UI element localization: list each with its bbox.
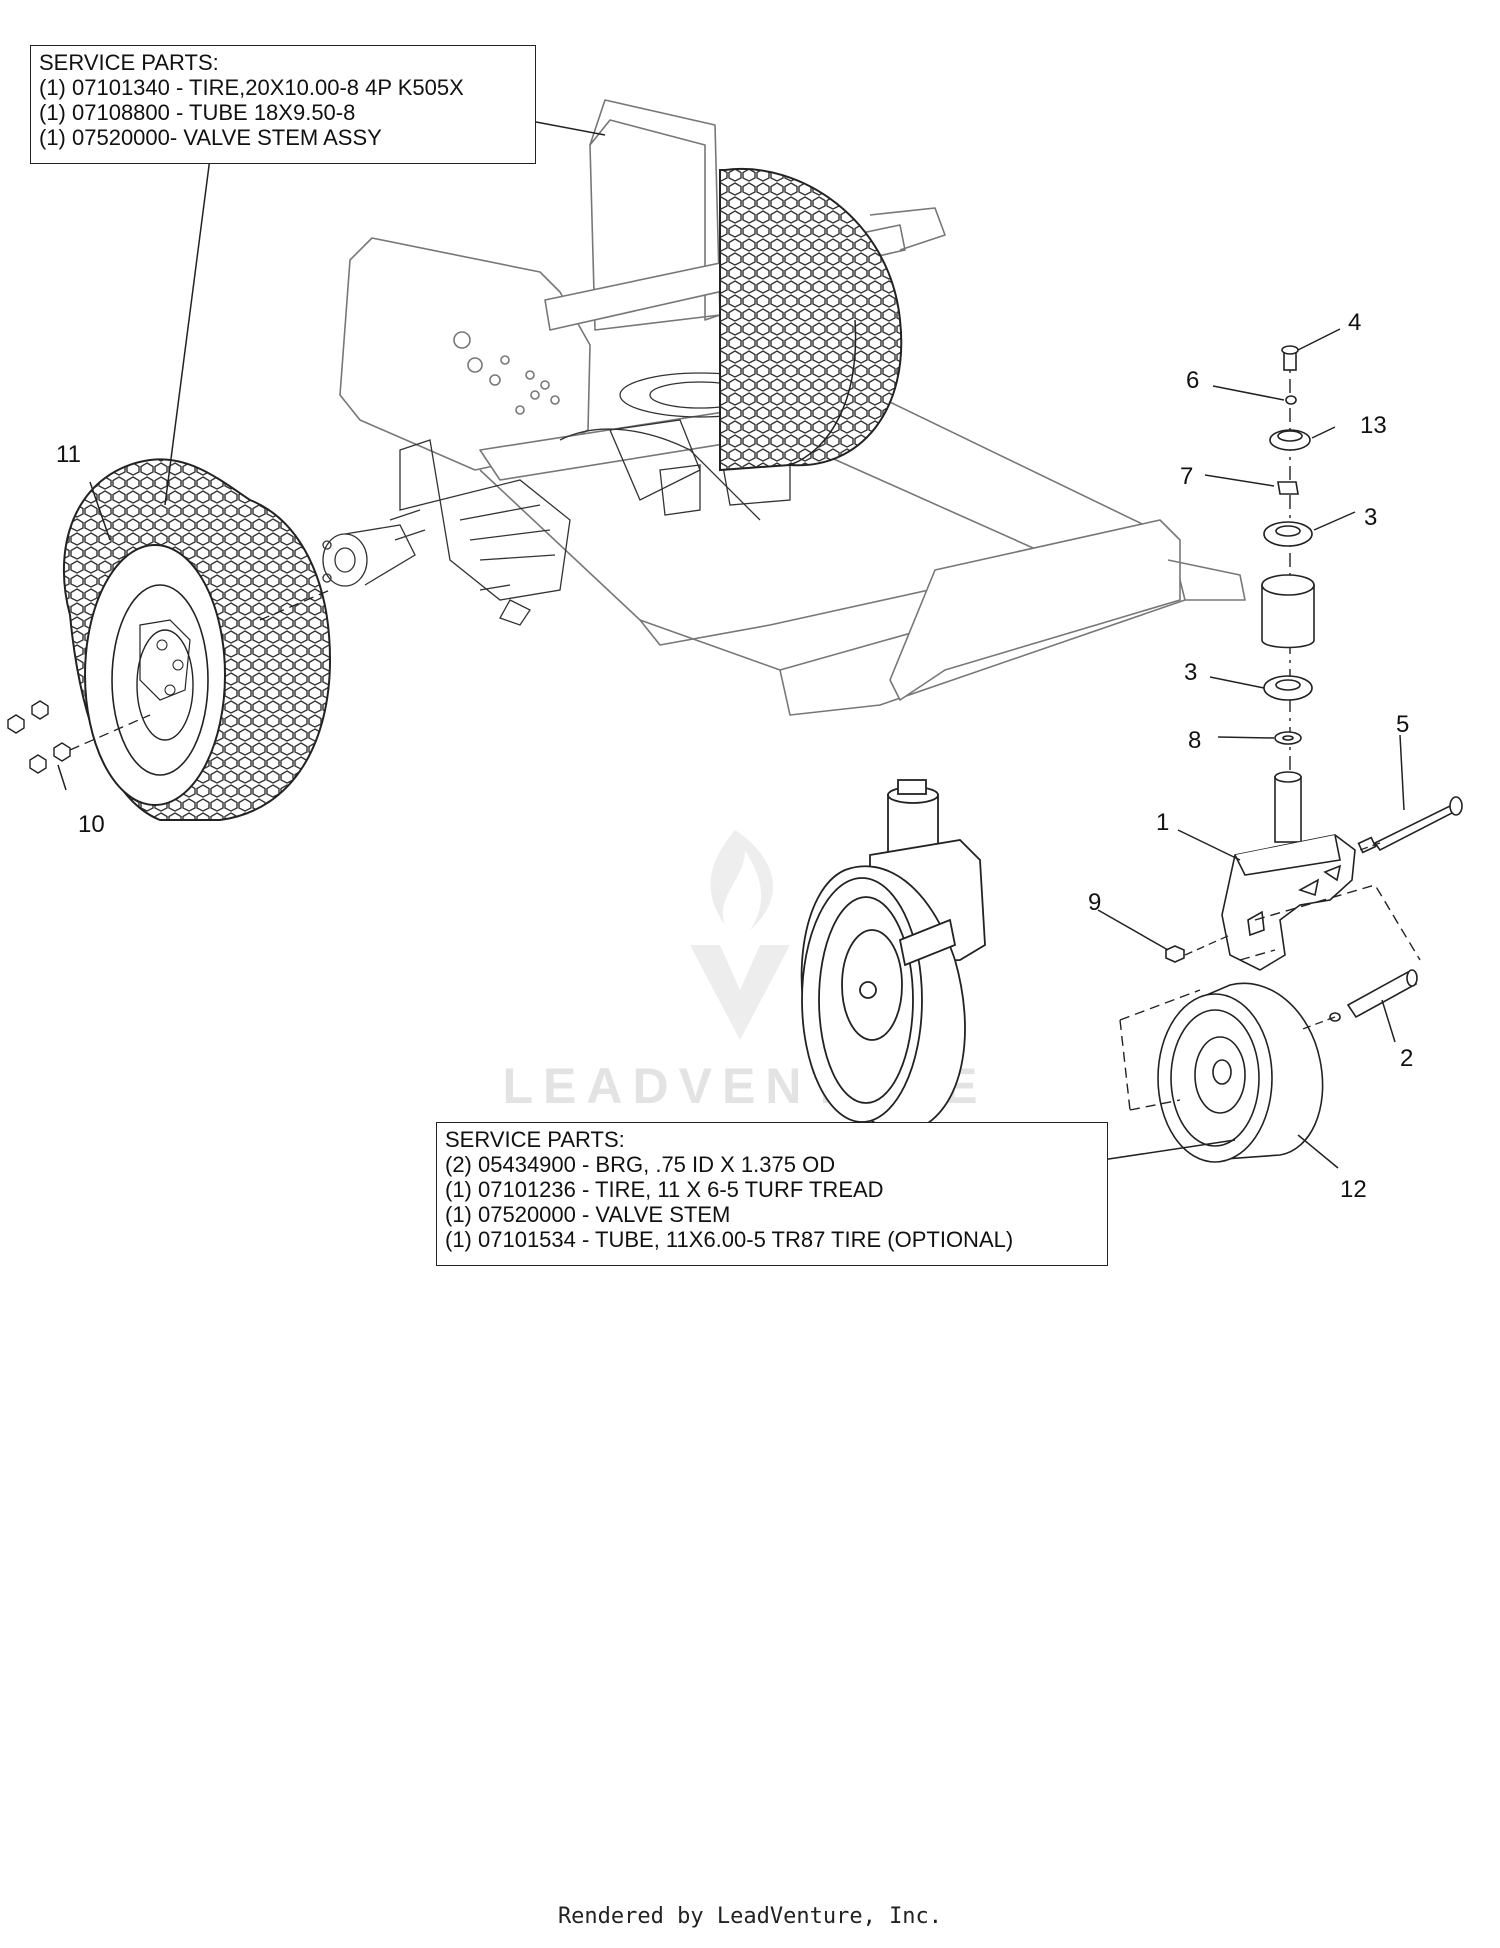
callout-number-2: 2: [1400, 1045, 1413, 1072]
service-parts-front-line: (1) 07101534 - TUBE, 11X6.00-5 TR87 TIRE…: [445, 1227, 1014, 1252]
callout-number-3-lower: 3: [1184, 659, 1197, 686]
service-parts-front-line: SERVICE PARTS:: [445, 1127, 625, 1152]
part-1-fork: [1221, 771, 1356, 971]
service-parts-rear-line: SERVICE PARTS:: [39, 50, 219, 75]
rear-tire-right: [719, 167, 903, 472]
service-parts-front-line: (1) 07101236 - TIRE, 11 X 6-5 TURF TREAD: [445, 1177, 884, 1202]
leader-lines: [57, 121, 1405, 1169]
part-5-bolt: [1357, 796, 1463, 854]
service-parts-rear-line: (1) 07520000- VALVE STEM ASSY: [39, 125, 382, 150]
callout-number-4: 4: [1348, 309, 1361, 336]
part-2-spacer: [1329, 969, 1418, 1022]
callout-number-6: 6: [1186, 367, 1199, 394]
part-7-key: [1277, 481, 1299, 495]
callout-number-13: 13: [1360, 412, 1387, 439]
callout-number-12: 12: [1340, 1176, 1367, 1203]
service-parts-rear-line: (1) 07108800 - TUBE 18X9.50-8: [39, 100, 356, 125]
service-parts-front-box: SERVICE PARTS: (2) 05434900 - BRG, .75 I…: [436, 1122, 1108, 1266]
part-6-nut: [1285, 395, 1297, 405]
callout-number-3-upper: 3: [1364, 504, 1377, 531]
callout-number-11: 11: [56, 441, 81, 468]
watermark-logo: [690, 830, 790, 1040]
rear-tire-left: [62, 458, 332, 821]
callout-number-9: 9: [1088, 889, 1101, 916]
service-parts-front-line: (2) 05434900 - BRG, .75 ID X 1.375 OD: [445, 1152, 836, 1177]
service-parts-rear-box: SERVICE PARTS: (1) 07101340 - TIRE,20X10…: [30, 45, 536, 164]
exploded-parts: [1157, 345, 1463, 1163]
part-9-nut: [1165, 945, 1185, 963]
callout-number-7: 7: [1180, 463, 1193, 490]
callout-number-8: 8: [1188, 727, 1201, 754]
callout-number-1: 1: [1156, 809, 1169, 836]
service-parts-front-line: (1) 07520000 - VALVE STEM: [445, 1202, 731, 1227]
lug-nuts: [7, 700, 71, 774]
front-caster-installed: [800, 779, 986, 1132]
render-credit: Rendered by LeadVenture, Inc.: [557, 1904, 943, 1929]
callout-number-5: 5: [1396, 711, 1409, 738]
callout-number-10: 10: [78, 811, 105, 838]
part-12-wheel: [1157, 982, 1324, 1163]
service-parts-rear-line: (1) 07101340 - TIRE,20X10.00-8 4P K505X: [39, 75, 464, 100]
